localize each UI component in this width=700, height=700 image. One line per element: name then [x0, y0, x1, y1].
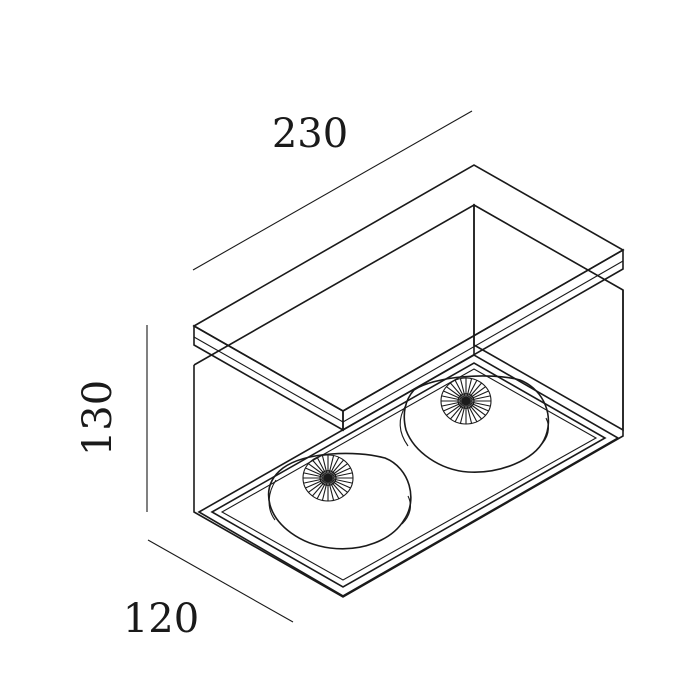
length-dimension-line [192, 110, 473, 271]
depth-dimension: 120 [123, 539, 294, 642]
spotlight-right-lens-icon [440, 377, 492, 425]
spotlight-right-rim [399, 404, 409, 447]
depth-dimension-label: 120 [123, 596, 199, 642]
height-dimension-label: 130 [75, 380, 121, 456]
spotlight-right [399, 375, 550, 473]
length-dimension-label: 230 [272, 111, 348, 157]
depth-dimension-line [147, 539, 294, 623]
spotlight-right-body [403, 375, 550, 473]
spotlight-left [267, 452, 412, 550]
spotlight-left-lens-icon [302, 454, 354, 502]
bottom-trim-frame [197, 354, 620, 597]
spotlight-left-body [267, 452, 412, 550]
height-dimension: 130 [75, 325, 148, 512]
spotlight-left-rim [268, 479, 277, 521]
housing-box [193, 203, 624, 598]
length-dimension: 230 [192, 110, 473, 271]
mounting-plate [192, 164, 625, 432]
